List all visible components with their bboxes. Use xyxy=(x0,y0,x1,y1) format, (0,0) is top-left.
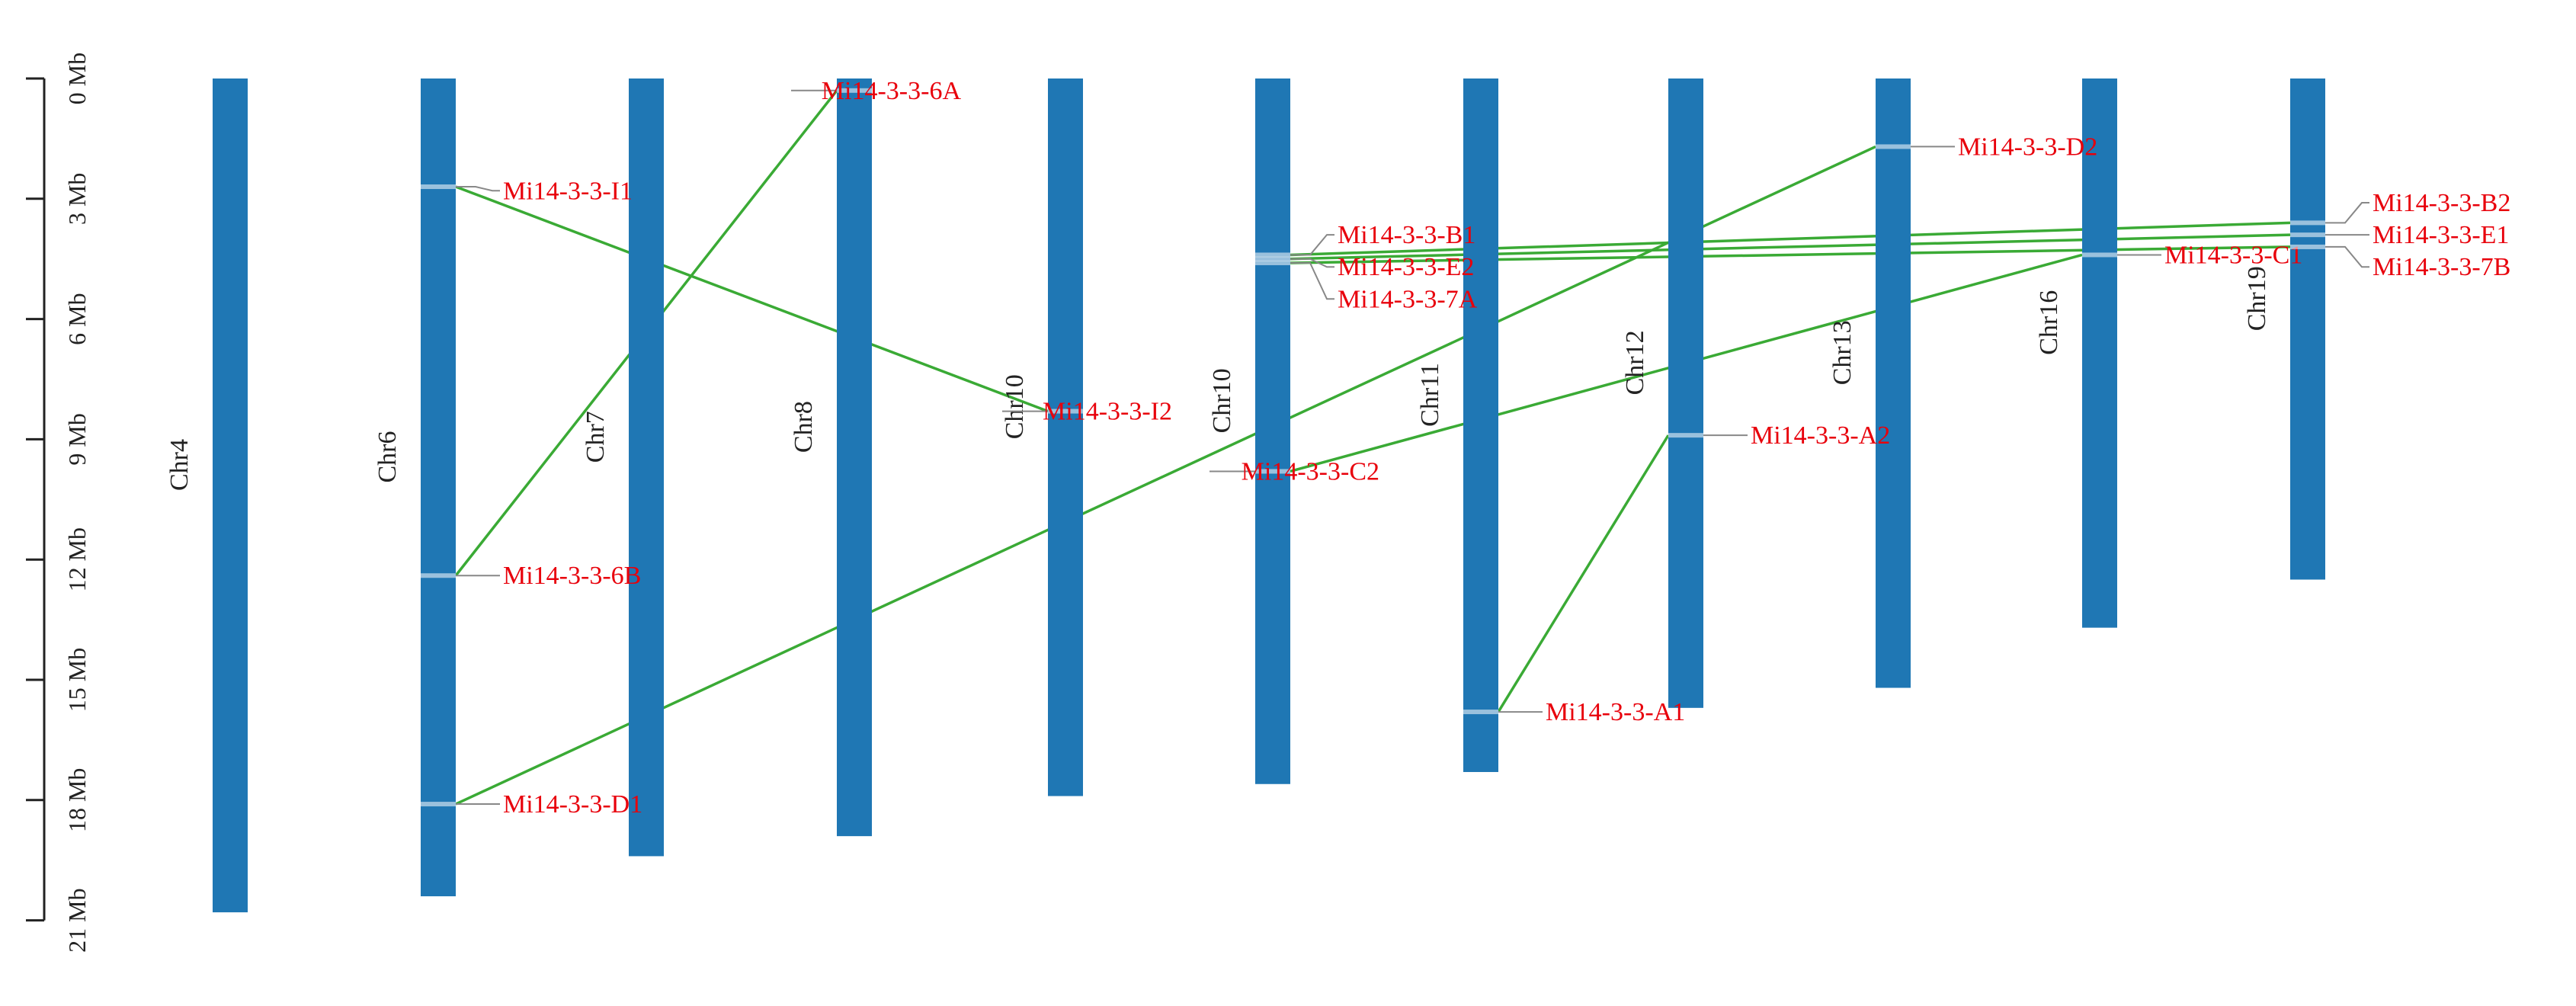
axis-tick-label: 18 Mb xyxy=(63,768,91,832)
axis-tick-label: 0 Mb xyxy=(63,53,91,104)
chromosome-bar xyxy=(1876,78,1911,688)
chromosome-bar xyxy=(2290,78,2325,580)
axis-tick-label: 15 Mb xyxy=(63,648,91,712)
gene-marker xyxy=(421,802,456,807)
gene-label: Mi14-3-3-6B xyxy=(503,562,641,590)
gene-label: Mi14-3-3-E2 xyxy=(1338,253,1474,281)
axis-tick-label: 12 Mb xyxy=(63,527,91,591)
gene-leader-line xyxy=(1290,234,1334,256)
gene-marker xyxy=(2290,232,2325,238)
chromosome-label: Chr12 xyxy=(1621,330,1649,395)
chromosome-label: Chr6 xyxy=(373,431,402,483)
chromosome-bar xyxy=(1463,78,1498,772)
gene-marker xyxy=(2290,244,2325,249)
gene-leader-line xyxy=(456,186,500,192)
chromosome-label: Chr7 xyxy=(582,411,610,463)
gene-leader-line xyxy=(2325,202,2369,224)
synteny-links xyxy=(454,89,2291,806)
gene-marker xyxy=(421,184,456,190)
chromosome-bar xyxy=(2082,78,2117,628)
gene-marker xyxy=(2290,220,2325,226)
chromosome-bar xyxy=(629,78,664,857)
chromosome-label: Chr10 xyxy=(1208,368,1236,433)
gene-leader-line xyxy=(1290,258,1334,268)
gene-label: Mi14-3-3-7B xyxy=(2373,253,2510,281)
gene-marker xyxy=(1255,256,1290,261)
chromosome-label: Chr4 xyxy=(165,439,194,491)
gene-label: Mi14-3-3-6A xyxy=(822,77,962,105)
gene-label: Mi14-3-3-B2 xyxy=(2373,189,2510,217)
axis-tick-label: 3 Mb xyxy=(63,173,91,225)
gene-leader-line xyxy=(2325,245,2369,268)
gene-leader-line xyxy=(1290,261,1334,300)
chromosome-label: Chr8 xyxy=(790,401,818,453)
gene-label: Mi14-3-3-B1 xyxy=(1338,221,1475,249)
gene-marker xyxy=(1255,469,1290,474)
synteny-link xyxy=(1290,221,2291,257)
chromosome-label: Chr11 xyxy=(1416,363,1444,427)
chromosome-label: Chr16 xyxy=(2035,290,2063,355)
axis-tick-label: 6 Mb xyxy=(63,293,91,344)
gene-label: Mi14-3-3-C1 xyxy=(2164,241,2302,269)
gene-marker xyxy=(837,88,872,93)
chromosome-bar xyxy=(837,78,872,837)
gene-label: Mi14-3-3-D1 xyxy=(503,790,642,819)
gene-label: Mi14-3-3-C2 xyxy=(1242,457,1379,485)
gene-marker xyxy=(1668,433,1703,438)
chromosome-bar xyxy=(1668,78,1703,708)
gene-marker xyxy=(1255,260,1290,265)
chromosomes: Chr4 Chr6 Chr7 Chr8 Chr10 Chr10 Chr11 Chr12 Chr1… xyxy=(165,78,2325,913)
gene-label: Mi14-3-3-D2 xyxy=(1958,133,2097,161)
gene-marker xyxy=(1048,408,1083,414)
gene-label: Mi14-3-3-I2 xyxy=(1043,398,1172,426)
position-axis: 0 Mb 3 Mb 6 Mb 9 Mb 12 Mb 15 Mb 18 Mb 21 Mb xyxy=(26,53,91,953)
synteny-link xyxy=(455,185,1049,413)
synteny-link xyxy=(1290,233,2291,261)
gene-marker xyxy=(421,573,456,578)
chromosome-bar xyxy=(1255,78,1290,784)
gene-label: Mi14-3-3-I1 xyxy=(503,177,633,205)
gene-marker xyxy=(1463,710,1498,715)
chromosome-bar xyxy=(213,78,248,913)
chromosome-label: Chr13 xyxy=(1828,320,1857,385)
gene-marker xyxy=(2082,252,2117,258)
gene-marker xyxy=(1876,144,1911,149)
gene-label: Mi14-3-3-7A xyxy=(1338,285,1478,313)
chromosome-label: Chr10 xyxy=(1001,374,1029,439)
chromosome-bar xyxy=(1048,78,1083,796)
synteny-link xyxy=(1290,245,2291,264)
gene-label: Mi14-3-3-E1 xyxy=(2373,221,2509,249)
gene-label: Mi14-3-3-A1 xyxy=(1546,698,1685,726)
axis-tick-label: 9 Mb xyxy=(63,413,91,465)
gene-marker xyxy=(1255,252,1290,258)
axis-tick-label: 21 Mb xyxy=(63,888,91,952)
gene-label: Mi14-3-3-A2 xyxy=(1751,421,1890,450)
chromosome-bar xyxy=(421,78,456,897)
synteny-link xyxy=(1497,434,1670,713)
chromosome-label: Chr19 xyxy=(2243,266,2271,331)
